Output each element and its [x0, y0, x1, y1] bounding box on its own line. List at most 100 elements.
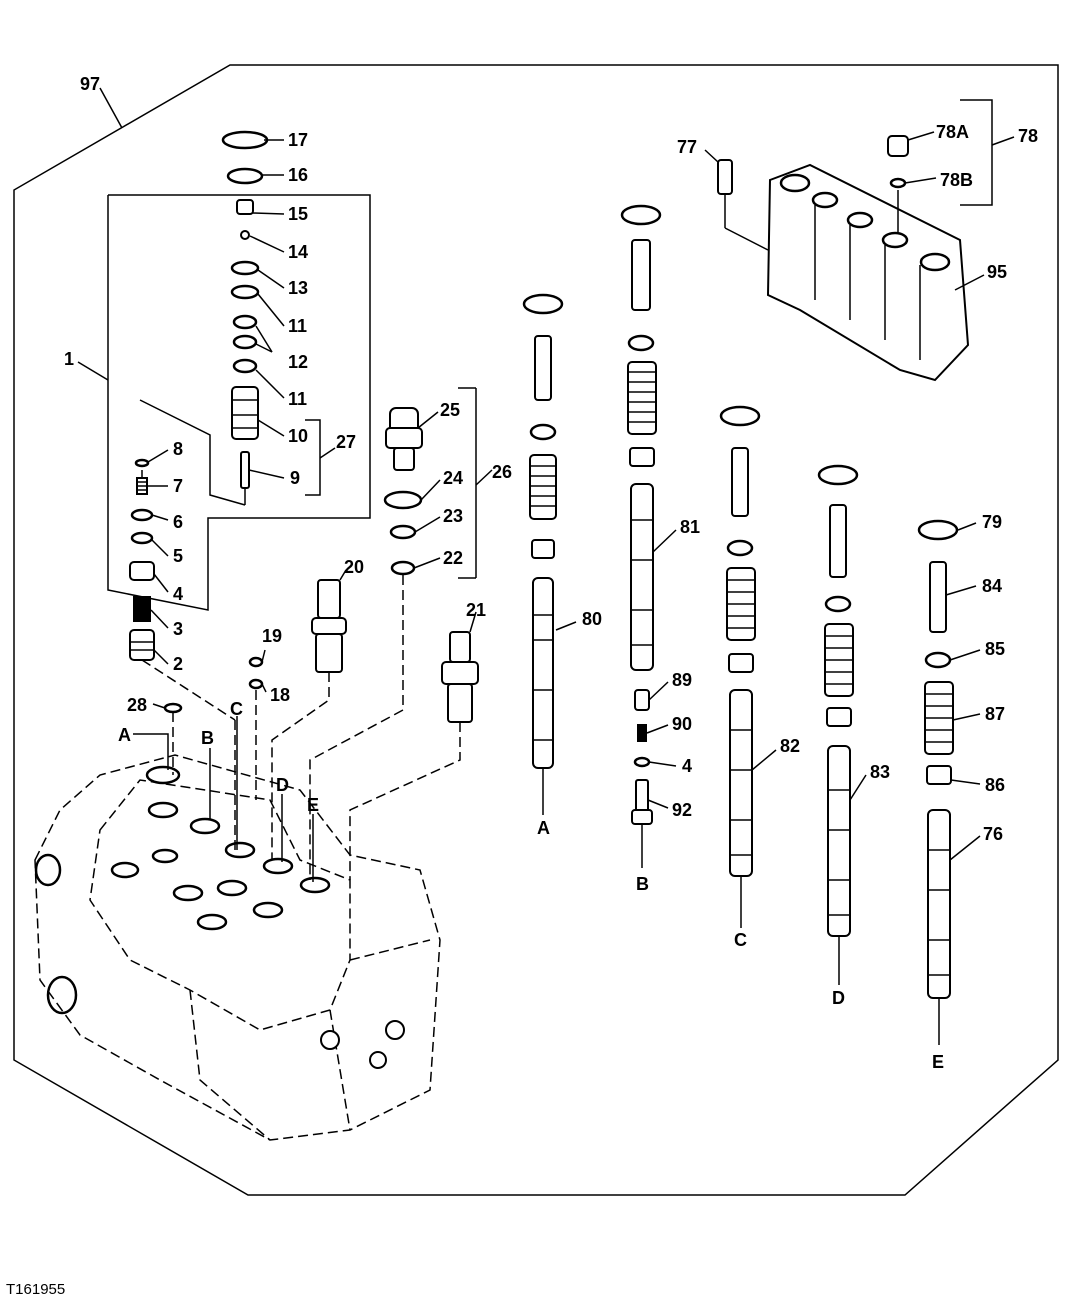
callout-77: 77	[677, 137, 697, 157]
figure-id: T161955	[6, 1281, 65, 1298]
callout-10: 10	[288, 426, 308, 446]
o-ring-18	[248, 678, 264, 690]
callout-19: 19	[262, 626, 282, 646]
spool-76	[917, 519, 959, 1045]
callout-86: 86	[985, 775, 1005, 795]
plug-4	[129, 561, 155, 581]
callout-1: 1	[64, 349, 74, 369]
callout-78b: 78B	[940, 170, 973, 190]
seat-85	[924, 651, 952, 669]
callout-5: 5	[173, 546, 183, 566]
o-ring-19	[248, 656, 264, 668]
callout-14: 14	[288, 242, 308, 262]
callout-labels: 97 1 17 16 15 14 13 11 12 11 10 27 9 8 7…	[64, 74, 1038, 844]
callout-84: 84	[982, 576, 1002, 596]
callout-23: 23	[443, 506, 463, 526]
callout-78: 78	[1018, 126, 1038, 146]
callout-2: 2	[173, 654, 183, 674]
spring-3	[133, 596, 151, 622]
kit-27-boundary	[139, 399, 246, 506]
callout-76: 76	[983, 824, 1003, 844]
callout-79: 79	[982, 512, 1002, 532]
callout-81: 81	[680, 517, 700, 537]
port-label-a-body: A	[118, 725, 131, 745]
callout-6: 6	[173, 512, 183, 532]
cap-84	[929, 561, 947, 633]
callout-15: 15	[288, 204, 308, 224]
o-ring-79	[917, 519, 959, 541]
callout-27: 27	[336, 432, 356, 452]
callout-9: 9	[290, 468, 300, 488]
callout-17: 17	[288, 130, 308, 150]
assembly-boundary	[13, 64, 1059, 1196]
o-ring-13b	[230, 284, 260, 300]
callout-87: 87	[985, 704, 1005, 724]
port-label-b-body: B	[201, 728, 214, 748]
callout-78a: 78A	[936, 122, 969, 142]
piston-9	[240, 451, 250, 489]
bolt-77	[717, 159, 733, 195]
callout-16: 16	[288, 165, 308, 185]
callout-4: 4	[173, 584, 183, 604]
plug-15	[236, 199, 254, 215]
o-ring-23	[389, 524, 417, 540]
spool-80	[522, 293, 564, 815]
o-ring-13	[230, 260, 260, 276]
callout-7: 7	[173, 476, 183, 496]
backup-ring-11b	[232, 358, 258, 374]
callout-3: 3	[173, 619, 183, 639]
spool-83	[817, 464, 859, 985]
port-label-e-spool: E	[932, 1052, 944, 1072]
ball-14	[240, 230, 250, 240]
callout-25: 25	[440, 400, 460, 420]
left-stack	[129, 130, 269, 661]
poppet-89	[634, 689, 650, 711]
o-ring-24	[383, 490, 423, 510]
callout-89: 89	[672, 670, 692, 690]
callout-24: 24	[443, 468, 463, 488]
cover-95	[717, 99, 993, 382]
callout-21: 21	[466, 600, 486, 620]
port-label-a-spool: A	[537, 818, 550, 838]
callout-26: 26	[492, 462, 512, 482]
callout-85: 85	[985, 639, 1005, 659]
port-label-e-body: E	[307, 795, 319, 815]
spool-body-76	[927, 809, 951, 999]
callout-90: 90	[672, 714, 692, 734]
callout-11-upper: 11	[288, 316, 307, 336]
o-ring-22	[390, 560, 416, 576]
port-labels: A B C D E A B C D E	[118, 699, 944, 1072]
washer-6	[130, 508, 154, 522]
callout-11-lower: 11	[288, 389, 307, 409]
callout-28: 28	[127, 695, 147, 715]
callout-8: 8	[173, 439, 183, 459]
callout-4-b: 4	[682, 756, 692, 776]
callout-13: 13	[288, 278, 308, 298]
callout-83: 83	[870, 762, 890, 782]
callout-97: 97	[80, 74, 100, 94]
spool-81	[620, 204, 662, 868]
port-label-d-body: D	[276, 775, 289, 795]
o-ring-78b	[889, 177, 907, 189]
poppet-2	[129, 629, 155, 661]
callout-20: 20	[344, 557, 364, 577]
port-label-c-spool: C	[734, 930, 747, 950]
kit-1-boundary	[107, 194, 371, 611]
o-ring-5	[130, 531, 154, 545]
o-ring-16	[226, 167, 264, 185]
valve-body	[34, 754, 441, 1141]
spring-90	[637, 724, 647, 742]
backup-ring-11	[232, 314, 258, 330]
seat-86	[926, 765, 952, 785]
sleeve-10	[231, 386, 259, 440]
o-ring-17	[221, 130, 269, 150]
callout-92: 92	[672, 800, 692, 820]
backup-ring-12a	[232, 334, 258, 350]
callout-18: 18	[270, 685, 290, 705]
port-label-c-body: C	[230, 699, 243, 719]
port-label-b-spool: B	[636, 874, 649, 894]
relief-valve-20	[317, 579, 341, 619]
relief-valves	[163, 387, 493, 723]
callout-95: 95	[987, 262, 1007, 282]
